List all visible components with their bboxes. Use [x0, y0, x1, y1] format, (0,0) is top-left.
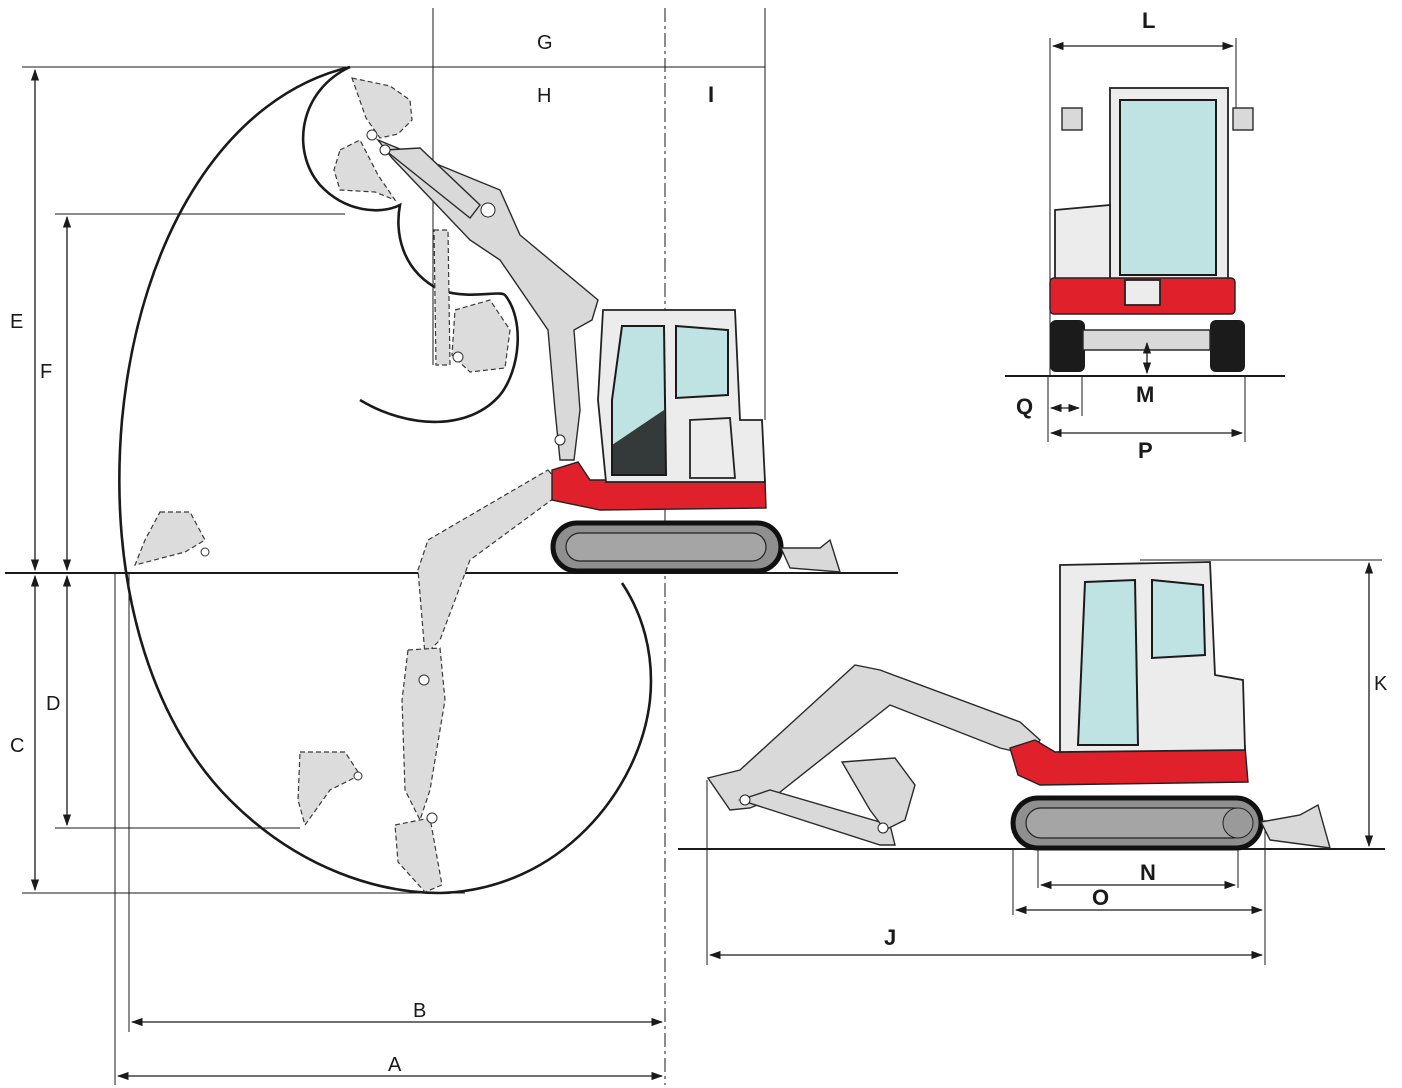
digging-envelope — [118, 65, 653, 895]
label-O: O — [1092, 885, 1109, 910]
front-view — [1005, 38, 1285, 442]
excavator-side-body — [550, 309, 841, 574]
label-E: E — [10, 311, 23, 333]
label-G: G — [537, 32, 553, 54]
upper-reach-position — [333, 77, 511, 373]
front-window — [1119, 99, 1217, 276]
label-C: C — [10, 735, 24, 757]
label-F: F — [40, 361, 52, 383]
label-P: P — [1138, 438, 1153, 463]
label-L: L — [1142, 8, 1155, 33]
working-range-view — [5, 8, 898, 1085]
raised-arm — [375, 138, 599, 461]
label-J: J — [884, 925, 896, 950]
label-D: D — [46, 693, 60, 715]
left-dimensions — [30, 68, 664, 1081]
label-M: M — [1136, 382, 1154, 407]
label-I: I — [708, 82, 714, 107]
label-K: K — [1374, 673, 1388, 695]
deep-dig-position — [134, 469, 566, 893]
label-A: A — [388, 1054, 402, 1076]
label-Q: Q — [1016, 394, 1033, 419]
label-N: N — [1140, 860, 1156, 885]
cab-window-side — [675, 324, 729, 400]
transport-view — [678, 559, 1385, 965]
label-B: B — [413, 1000, 426, 1022]
label-H: H — [537, 85, 551, 107]
transport-window-side — [1151, 578, 1207, 660]
transport-window-front — [1076, 578, 1140, 746]
